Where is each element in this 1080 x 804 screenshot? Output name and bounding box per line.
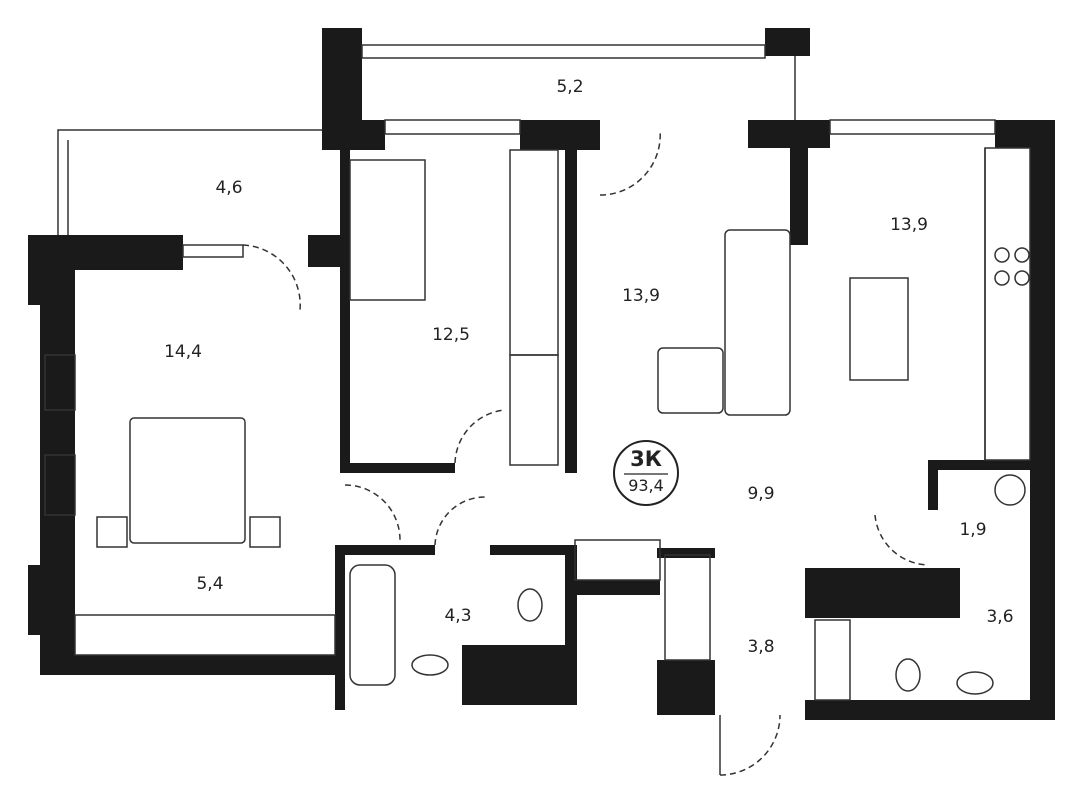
room-area-living-room: 13,9 [622, 286, 660, 306]
room-area-bathroom: 4,3 [444, 606, 472, 626]
room-area-toilet: 3,6 [986, 607, 1014, 627]
armchair [657, 347, 724, 414]
total-area: 93,4 [628, 475, 664, 495]
room-area-bedroom-left: 14,4 [164, 342, 202, 362]
badge-divider [624, 473, 668, 475]
desk [349, 159, 426, 301]
windows-and-lines [44, 44, 996, 776]
room-area-laundry: 1,9 [959, 520, 987, 540]
dining-table [849, 277, 909, 381]
room-area-entrance: 3,8 [747, 637, 775, 657]
kitchen-counter [984, 147, 1031, 461]
room-count: 3К [630, 447, 662, 471]
room-area-wardrobe-left: 5,4 [196, 574, 224, 594]
apartment-badge: 3К 93,4 [613, 440, 679, 506]
room-area-balcony-top: 5,2 [556, 77, 584, 97]
room-area-hall: 9,9 [747, 484, 775, 504]
sofa-back [724, 229, 791, 416]
bed [129, 417, 246, 544]
walls [28, 28, 1055, 720]
furniture [96, 147, 1031, 695]
bathtub [349, 564, 396, 686]
room-area-bedroom-middle: 12,5 [432, 325, 470, 345]
room-area-kitchen: 13,9 [890, 215, 928, 235]
room-area-balcony-left: 4,6 [215, 178, 243, 198]
